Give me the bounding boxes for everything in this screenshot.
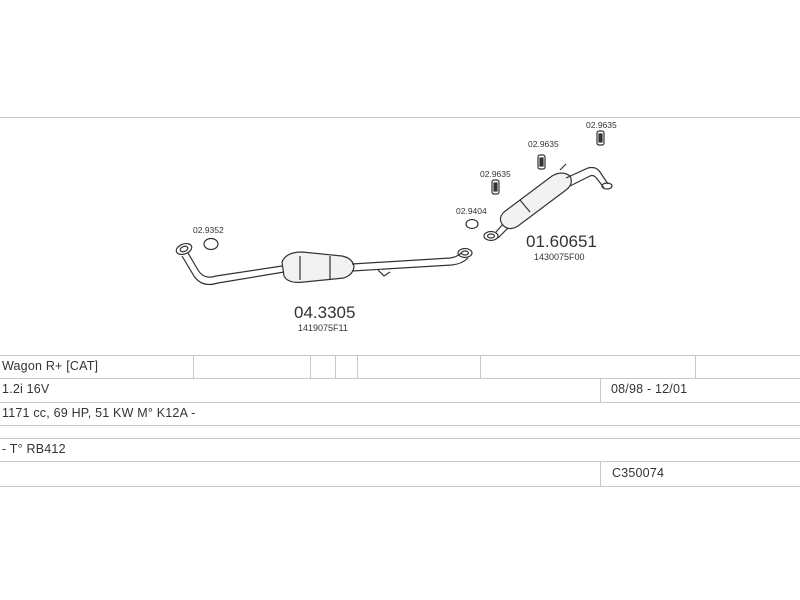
column-divider bbox=[357, 355, 358, 378]
fitting-label: 02.9635 bbox=[528, 139, 559, 149]
mid-flange bbox=[457, 247, 473, 259]
divider bbox=[0, 378, 800, 379]
exhaust-drawing: 02.9352 02.9404 02.9635 02.9635 02.9635 … bbox=[175, 120, 617, 333]
front-flange bbox=[175, 242, 193, 256]
fitting-ring-icon bbox=[465, 218, 479, 230]
reference-cell: C350074 bbox=[612, 466, 665, 480]
column-divider bbox=[695, 355, 696, 378]
spec-cell: 1171 cc, 69 HP, 51 KW M° K12A - bbox=[2, 406, 196, 420]
divider bbox=[0, 438, 800, 439]
cat-pipe-oem-number: 1419075F11 bbox=[298, 323, 348, 333]
model-cell: Wagon R+ [CAT] bbox=[2, 359, 99, 373]
front-pipe bbox=[181, 252, 285, 286]
fitting-label: 02.9404 bbox=[456, 206, 487, 216]
column-divider bbox=[600, 461, 601, 486]
cat-pipe-part-number: 04.3305 bbox=[294, 303, 355, 322]
years-cell: 08/98 - 12/01 bbox=[611, 382, 688, 396]
fitting-ring-icon bbox=[203, 237, 219, 251]
divider bbox=[0, 402, 800, 403]
divider bbox=[0, 486, 800, 487]
fitting-label: 02.9352 bbox=[193, 225, 224, 235]
silencer-part-number: 01.60651 bbox=[526, 232, 597, 251]
column-divider bbox=[600, 378, 601, 402]
divider bbox=[0, 117, 800, 118]
column-divider bbox=[193, 355, 194, 378]
tail-pipe bbox=[559, 163, 613, 190]
column-divider bbox=[310, 355, 311, 378]
mid-pipe bbox=[351, 251, 469, 277]
column-divider bbox=[335, 355, 336, 378]
catalyst-body bbox=[281, 251, 355, 283]
fitting-label: 02.9635 bbox=[586, 120, 617, 130]
divider bbox=[0, 461, 800, 462]
chassis-cell: - T° RB412 bbox=[2, 442, 66, 456]
divider bbox=[0, 355, 800, 356]
silencer-body bbox=[499, 172, 572, 230]
fitting-label: 02.9635 bbox=[480, 169, 511, 179]
rubber-mount-icon bbox=[491, 179, 500, 195]
silencer-oem-number: 1430075F00 bbox=[534, 252, 585, 262]
rubber-mount-icon bbox=[537, 154, 546, 170]
engine-cell: 1.2i 16V bbox=[2, 382, 50, 396]
rear-flange bbox=[483, 230, 499, 242]
divider bbox=[0, 425, 800, 426]
column-divider bbox=[480, 355, 481, 378]
rubber-mount-icon bbox=[596, 130, 605, 146]
